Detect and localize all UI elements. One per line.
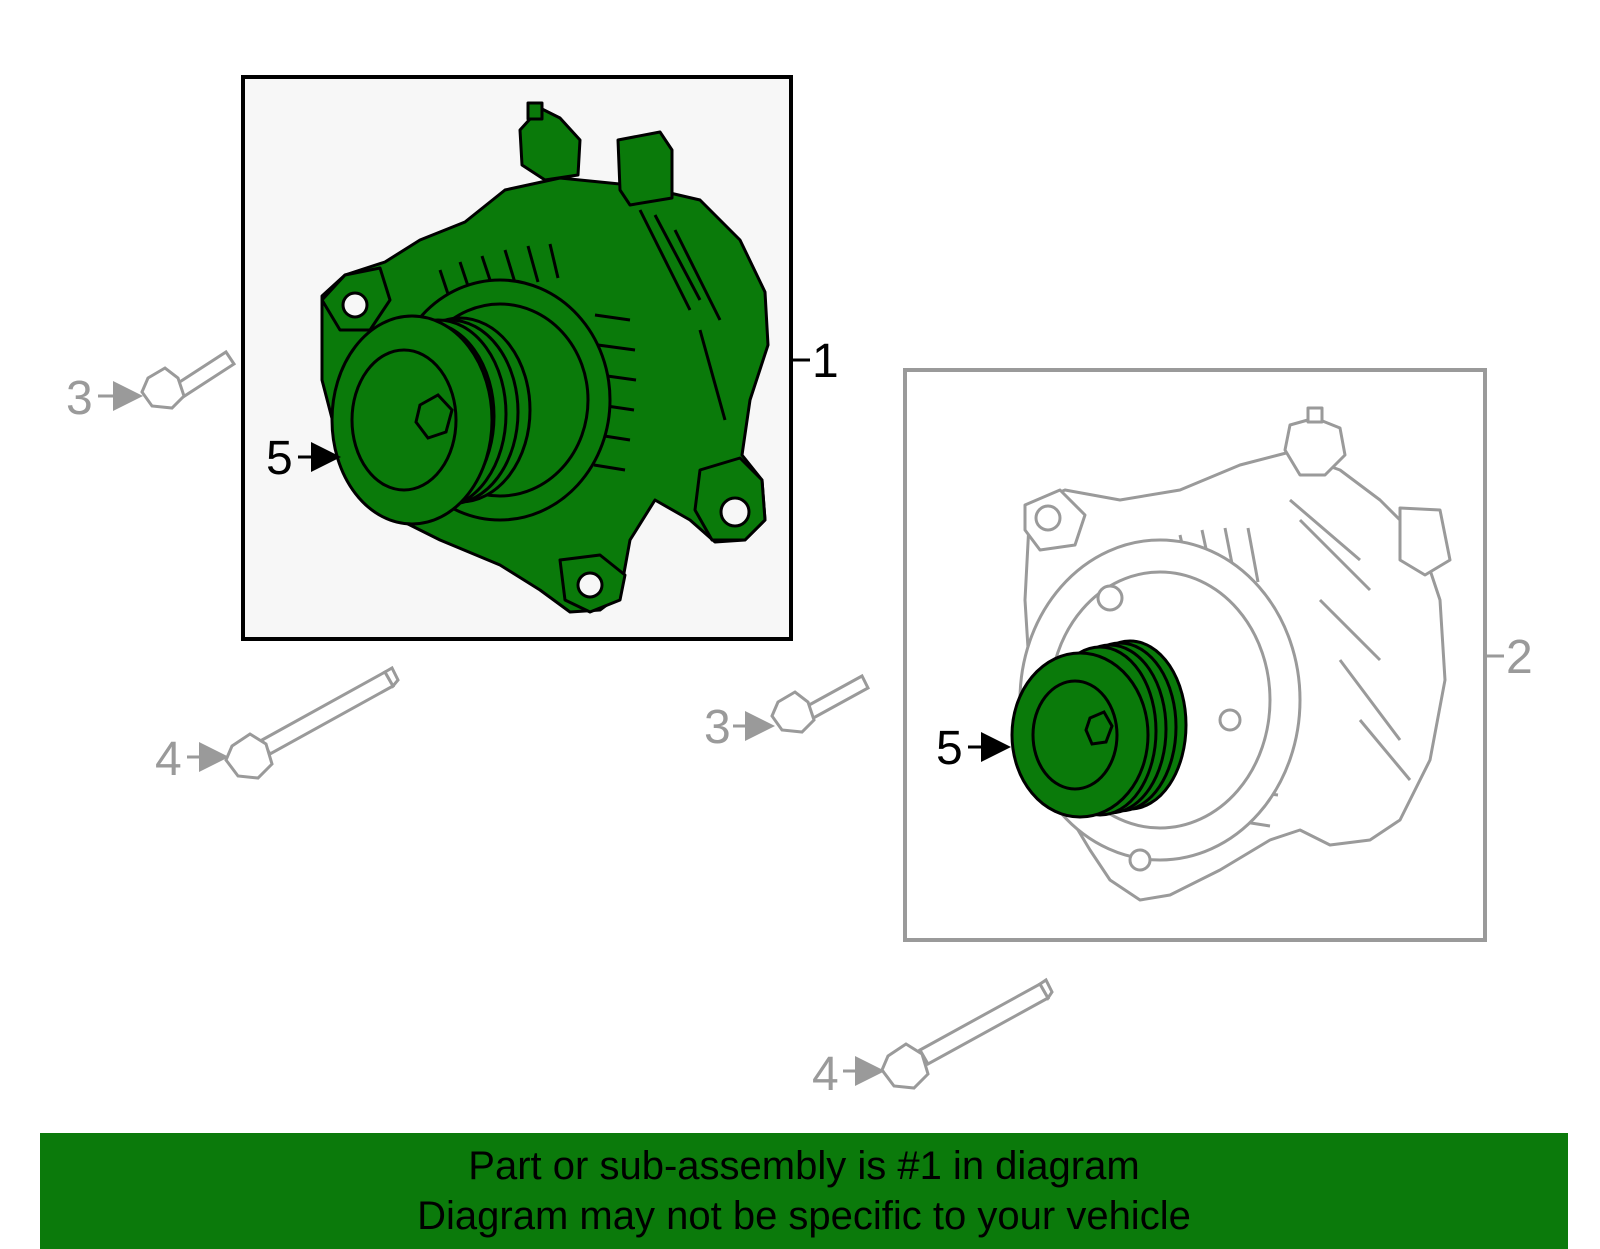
banner-line-1: Part or sub-assembly is #1 in diagram xyxy=(468,1144,1140,1188)
bolt-4-left[interactable] xyxy=(224,665,400,780)
callout-1[interactable]: 1 xyxy=(812,335,839,388)
bolt-3-left[interactable] xyxy=(140,349,237,410)
callout-3-right[interactable]: 3 xyxy=(704,701,731,754)
callout-5-right[interactable]: 5 xyxy=(936,722,963,775)
callout-4-left[interactable]: 4 xyxy=(155,733,182,786)
pulley-box-1[interactable] xyxy=(330,314,532,526)
callout-3-left[interactable]: 3 xyxy=(66,372,93,425)
info-banner: Part or sub-assembly is #1 in diagram Di… xyxy=(40,1133,1568,1249)
bolt-4-right[interactable] xyxy=(880,977,1054,1090)
bolt-3-right[interactable] xyxy=(770,673,870,734)
callout-2[interactable]: 2 xyxy=(1506,631,1533,684)
callout-5-left[interactable]: 5 xyxy=(266,432,293,485)
info-banner-bg xyxy=(40,1133,1568,1249)
pulley-box-2[interactable] xyxy=(1010,639,1188,819)
callout-4-right[interactable]: 4 xyxy=(812,1048,839,1101)
banner-line-2: Diagram may not be specific to your vehi… xyxy=(417,1194,1191,1238)
